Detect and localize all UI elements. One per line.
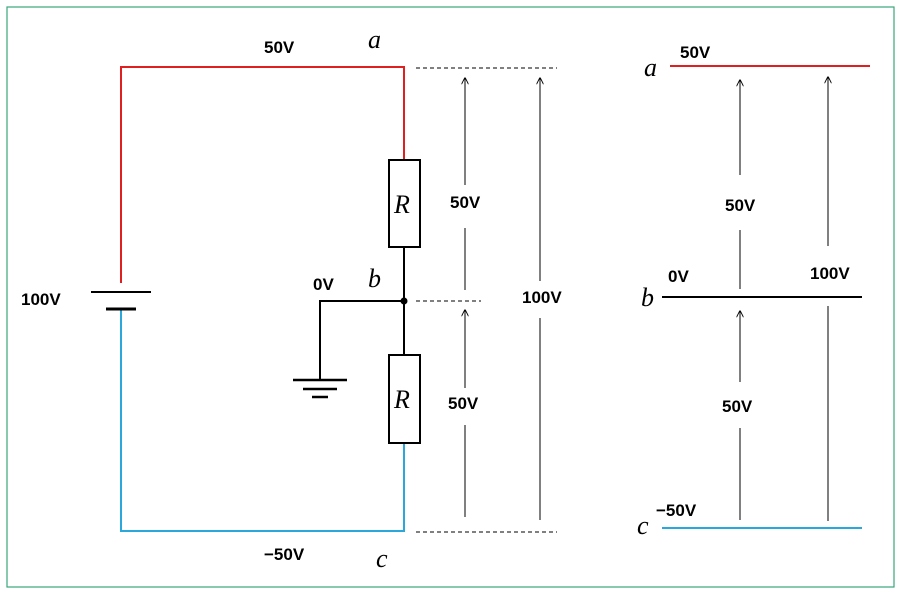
drop-bc-label: 50V: [448, 394, 479, 413]
positive-wire: [120, 66, 405, 283]
battery-icon: [91, 291, 151, 311]
pd-drop-bc-label: 50V: [722, 397, 753, 416]
resistor-bottom-label: R: [393, 385, 410, 414]
ground-wire: [319, 300, 404, 380]
drop-ab-label: 50V: [450, 193, 481, 212]
node-b-label: b: [368, 264, 381, 293]
pd-level-c-potential: −50V: [656, 501, 697, 520]
node-b-potential-label: 0V: [313, 275, 334, 294]
node-a-label: a: [368, 25, 381, 54]
resistor-top-label: R: [393, 190, 410, 219]
pd-level-b-potential: 0V: [668, 267, 689, 286]
pd-drop-ab-label: 50V: [725, 196, 756, 215]
node-c-potential-label: −50V: [264, 545, 305, 564]
resistor-bottom: [388, 354, 421, 444]
node-c-label: c: [376, 544, 388, 573]
ground-icon: [293, 378, 347, 399]
drop-ac-label: 100V: [522, 288, 562, 307]
pd-drop-ac-label: 100V: [810, 264, 850, 283]
pd-level-a-potential: 50V: [680, 43, 711, 62]
node-a-potential-label: 50V: [264, 38, 295, 57]
pd-level-b-label: b: [641, 283, 654, 312]
pd-level-c-label: c: [637, 511, 649, 540]
frame-border: [6, 6, 895, 588]
battery-voltage-label: 100V: [21, 290, 61, 309]
negative-wire: [120, 309, 405, 532]
resistor-top: [388, 159, 421, 248]
pd-level-a-label: a: [644, 53, 657, 82]
